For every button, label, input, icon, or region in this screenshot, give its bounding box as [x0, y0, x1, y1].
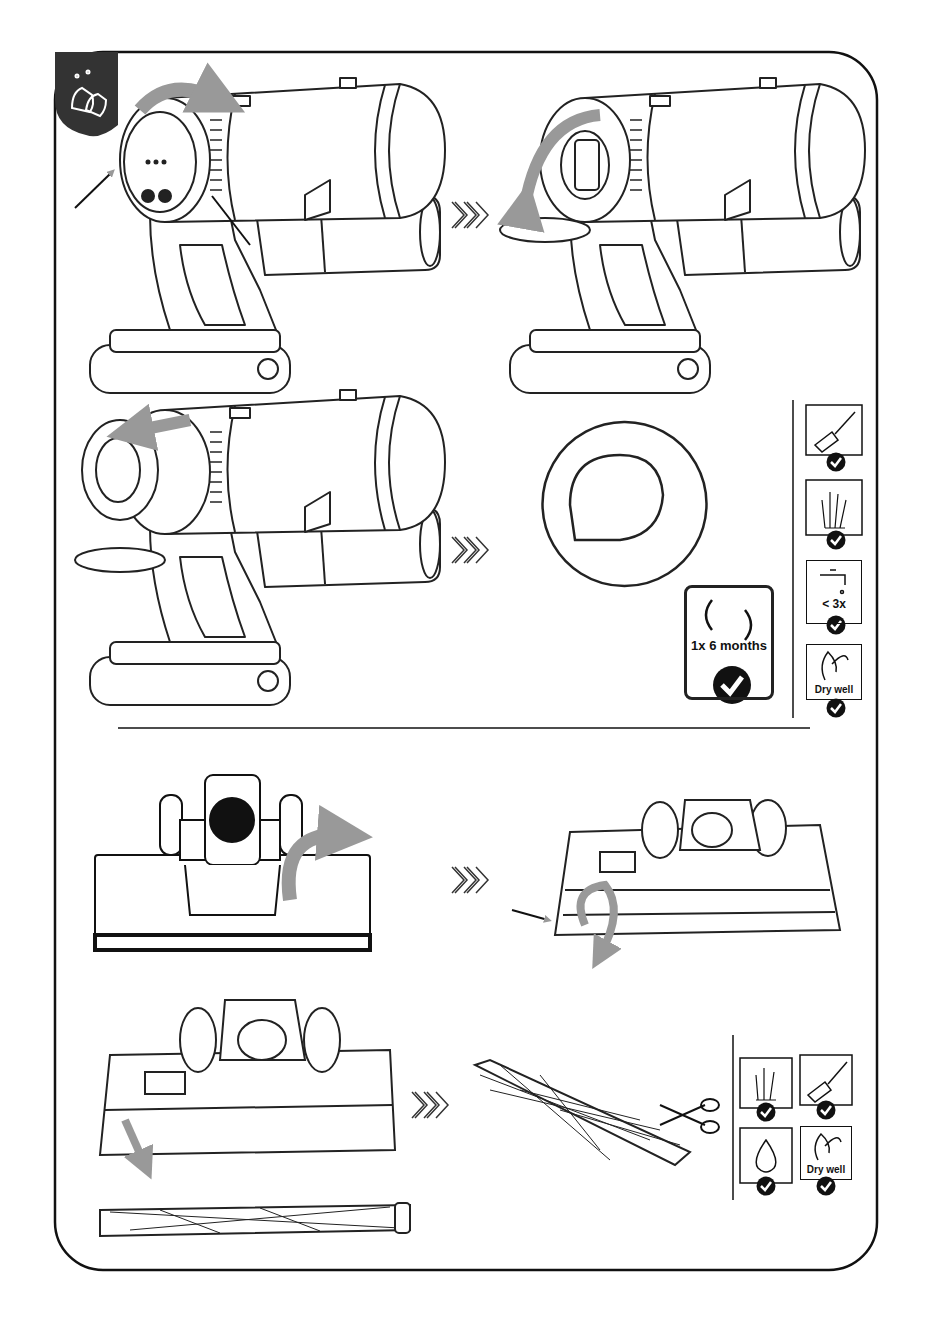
vacuum-body [90, 78, 445, 393]
step-chevron [452, 537, 488, 563]
brush-icon [800, 1055, 852, 1105]
interval-badge: 1x 6 months [684, 585, 774, 700]
page-frame [55, 52, 877, 1270]
check-mark [827, 699, 846, 718]
check-mark [757, 1103, 776, 1122]
latch-arrow [581, 885, 614, 955]
tangled-brush [475, 1060, 690, 1165]
icon-caption: Dry well [815, 684, 853, 695]
icon-caption: Dry well [807, 1164, 845, 1175]
divider-line [732, 1035, 734, 1200]
check-mark [827, 453, 846, 472]
icon-caption: < 3x [822, 598, 846, 611]
filter-ring [75, 410, 210, 572]
divider-line [792, 400, 794, 718]
check-mark [757, 1177, 776, 1196]
faucet-icon [820, 570, 845, 594]
open-arrow [525, 115, 600, 205]
pointer-line [512, 910, 548, 920]
floor-head [555, 800, 840, 935]
pointer-line [75, 172, 112, 208]
dry-icon [815, 1134, 841, 1160]
check-mark [827, 616, 846, 635]
check-mark [817, 1101, 836, 1120]
brush-roll [100, 1203, 410, 1236]
interval-icon [706, 600, 751, 640]
step-chevron [452, 867, 488, 893]
hand-wash-icon [740, 1058, 792, 1108]
cleaning-tab [55, 52, 118, 136]
cleaning-icon [72, 71, 106, 117]
brush-icon [806, 405, 862, 455]
pull-arrow [130, 420, 190, 432]
check-mark [827, 531, 846, 550]
step-chevron [412, 1092, 448, 1118]
filter-ring [542, 422, 706, 586]
scissors-icon [660, 1099, 719, 1133]
floor-head [95, 775, 370, 950]
step-chevron [452, 202, 488, 228]
icon-box: Dry well [800, 1126, 852, 1180]
liquid-icon [740, 1128, 792, 1183]
floor-head [100, 1000, 395, 1155]
rotate-arrow [289, 835, 345, 900]
pointer-line [212, 196, 250, 245]
hand-wash-icon [806, 480, 862, 535]
opened-cap [500, 98, 630, 242]
front-cap [120, 98, 210, 222]
icon-box: < 3x [806, 560, 862, 624]
rotate-arrow [140, 90, 220, 110]
icon-box: Dry well [806, 644, 862, 700]
section-divider [118, 727, 810, 729]
dry-icon [822, 652, 848, 680]
icon-caption: 1x 6 months [691, 639, 767, 653]
remove-arrow [125, 1120, 145, 1165]
